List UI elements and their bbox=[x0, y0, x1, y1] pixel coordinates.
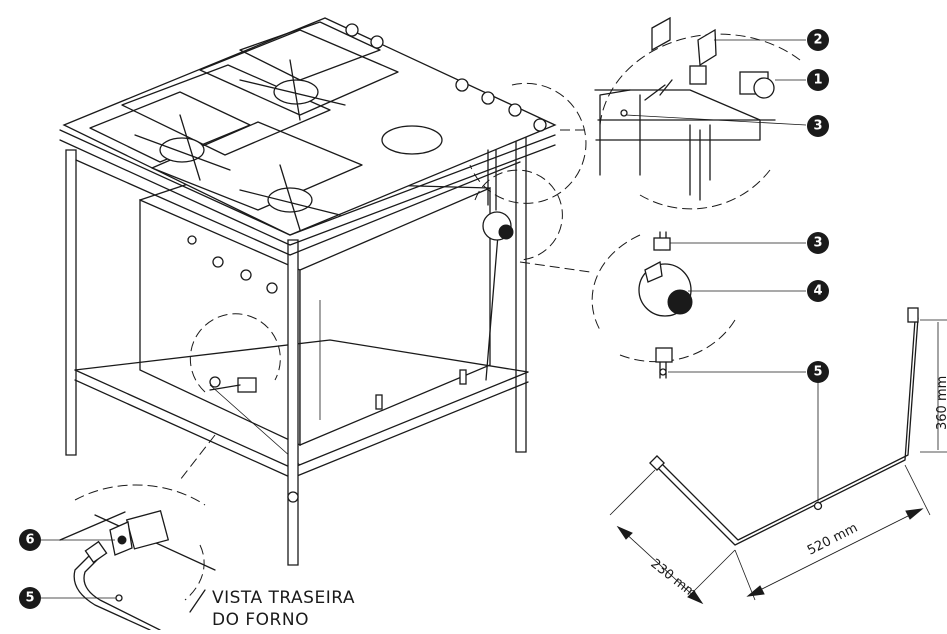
dim-depth-label: 230 mm bbox=[648, 556, 700, 601]
oven-inlet-small bbox=[209, 377, 257, 393]
svg-text:4: 4 bbox=[813, 284, 822, 299]
svg-text:2: 2 bbox=[813, 33, 822, 48]
caption-line-1: VISTA TRASEIRA bbox=[212, 588, 355, 608]
callout-3-regulator: 3 bbox=[807, 232, 829, 254]
detail-circle-regulator-source bbox=[474, 169, 563, 261]
oven-box bbox=[139, 179, 491, 447]
svg-text:6: 6 bbox=[25, 533, 34, 548]
knob-row bbox=[345, 23, 547, 132]
dim-width-label: 520 mm bbox=[805, 521, 860, 559]
svg-text:3: 3 bbox=[813, 119, 822, 134]
svg-text:1: 1 bbox=[813, 73, 822, 88]
callout-3-top: 3 bbox=[807, 115, 829, 137]
svg-text:3: 3 bbox=[813, 236, 822, 251]
svg-text:5: 5 bbox=[813, 365, 822, 380]
svg-text:5: 5 bbox=[25, 591, 34, 606]
detail-circle-inlet-source bbox=[189, 313, 281, 393]
dim-height-label: 360 mm bbox=[935, 376, 947, 430]
callout-1: 1 bbox=[807, 69, 829, 91]
regulator-small bbox=[482, 211, 514, 241]
callout-5-inlet: 5 bbox=[19, 587, 41, 609]
callout-6: 6 bbox=[19, 529, 41, 551]
caption-line-2: DO FORNO bbox=[212, 610, 309, 630]
stove-illustration bbox=[59, 17, 557, 566]
callout-4: 4 bbox=[807, 280, 829, 302]
burner-grates bbox=[89, 21, 443, 231]
detail-circle-valve-source bbox=[469, 82, 587, 204]
gas-pipe-assembly bbox=[649, 307, 919, 546]
detail-regulator bbox=[591, 231, 806, 379]
callout-5-regulator: 5 bbox=[807, 361, 829, 383]
detail-oven-inlet bbox=[41, 484, 216, 631]
detail-valve bbox=[594, 16, 807, 210]
callout-2: 2 bbox=[807, 29, 829, 51]
